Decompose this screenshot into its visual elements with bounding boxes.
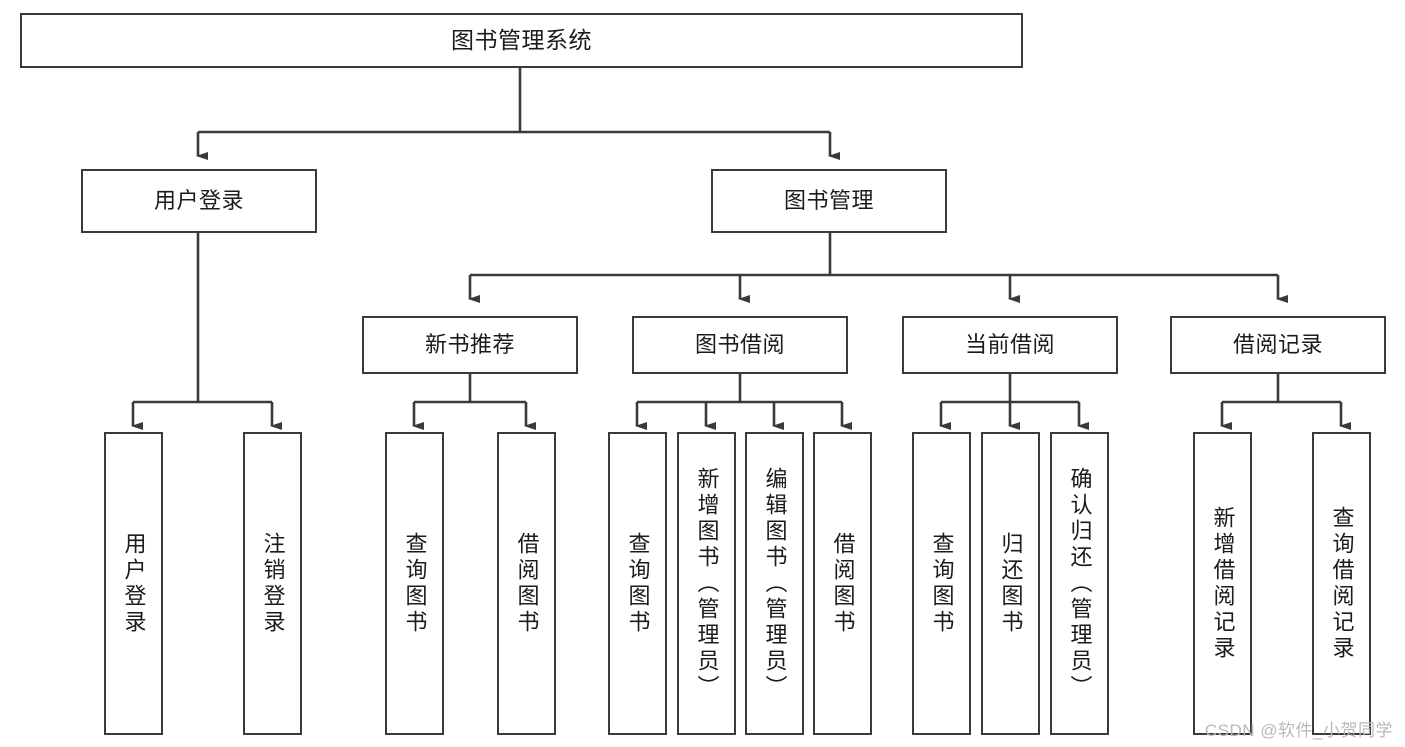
node-label: 查询借阅记录 bbox=[1329, 505, 1355, 662]
leaf-user-login[interactable]: 用户登录 bbox=[104, 432, 163, 735]
leaf-borrow-book[interactable]: 借阅图书 bbox=[813, 432, 872, 735]
node-label: 查询图书 bbox=[402, 531, 428, 636]
node-book-management[interactable]: 图书管理 bbox=[711, 169, 947, 233]
leaf-borrow-book-newbook[interactable]: 借阅图书 bbox=[497, 432, 556, 735]
leaf-query-book-current[interactable]: 查询图书 bbox=[912, 432, 971, 735]
node-label: 借阅记录 bbox=[1232, 332, 1323, 358]
node-book-borrow[interactable]: 图书借阅 bbox=[632, 316, 848, 374]
node-label: 借阅图书 bbox=[514, 531, 540, 636]
leaf-edit-book-admin[interactable]: 编辑图书（管理员） bbox=[745, 432, 804, 735]
node-label: 确认归还（管理员） bbox=[1067, 466, 1093, 701]
leaf-logout[interactable]: 注销登录 bbox=[243, 432, 302, 735]
leaf-add-book-admin[interactable]: 新增图书（管理员） bbox=[677, 432, 736, 735]
node-label: 新增借阅记录 bbox=[1210, 505, 1236, 662]
node-root-system[interactable]: 图书管理系统 bbox=[20, 13, 1023, 68]
node-label: 编辑图书（管理员） bbox=[762, 466, 788, 701]
node-borrow-record[interactable]: 借阅记录 bbox=[1170, 316, 1386, 374]
node-label: 图书管理系统 bbox=[451, 27, 592, 54]
node-label: 用户登录 bbox=[121, 531, 147, 636]
node-label: 查询图书 bbox=[625, 531, 651, 636]
node-label: 当前借阅 bbox=[964, 332, 1055, 358]
node-current-borrow[interactable]: 当前借阅 bbox=[902, 316, 1118, 374]
node-label: 新增图书（管理员） bbox=[694, 466, 720, 701]
leaf-query-book-borrow[interactable]: 查询图书 bbox=[608, 432, 667, 735]
node-label: 新书推荐 bbox=[424, 332, 515, 358]
node-label: 用户登录 bbox=[153, 188, 244, 214]
node-label: 图书管理 bbox=[783, 188, 874, 214]
node-new-book-recommend[interactable]: 新书推荐 bbox=[362, 316, 578, 374]
leaf-query-borrow-record[interactable]: 查询借阅记录 bbox=[1312, 432, 1371, 735]
leaf-confirm-return-admin[interactable]: 确认归还（管理员） bbox=[1050, 432, 1109, 735]
node-label: 借阅图书 bbox=[830, 531, 856, 636]
node-label: 注销登录 bbox=[260, 531, 286, 636]
node-label: 归还图书 bbox=[998, 531, 1024, 636]
leaf-return-book[interactable]: 归还图书 bbox=[981, 432, 1040, 735]
node-label: 图书借阅 bbox=[694, 332, 785, 358]
node-user-login[interactable]: 用户登录 bbox=[81, 169, 317, 233]
node-label: 查询图书 bbox=[929, 531, 955, 636]
leaf-add-borrow-record[interactable]: 新增借阅记录 bbox=[1193, 432, 1252, 735]
leaf-query-book-newbook[interactable]: 查询图书 bbox=[385, 432, 444, 735]
